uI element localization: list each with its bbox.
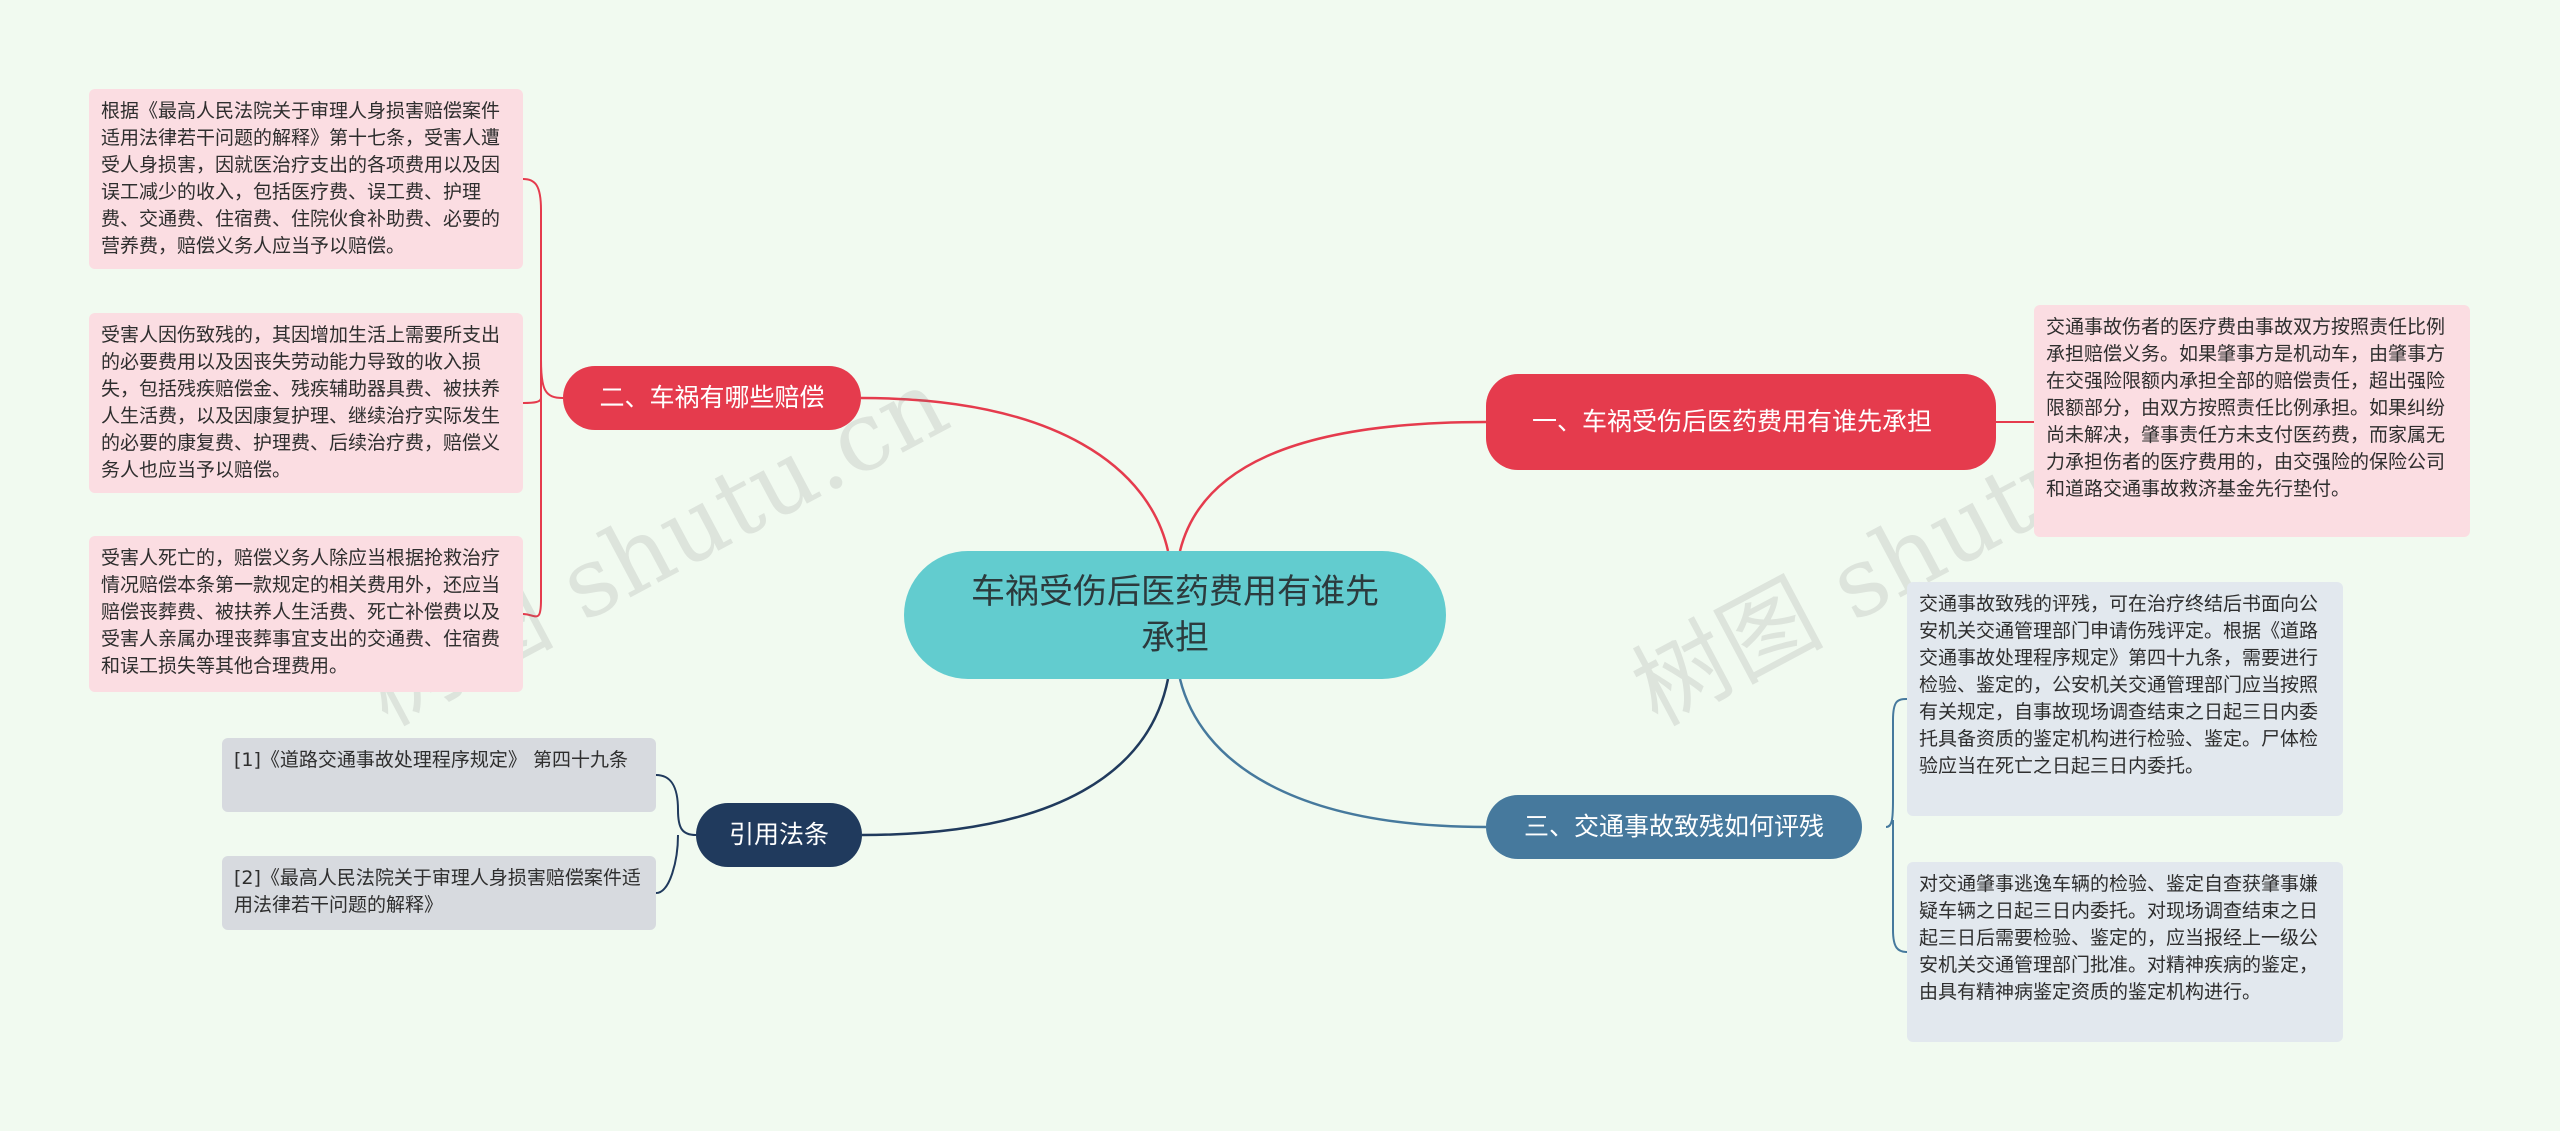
link-b2-leaves xyxy=(522,178,564,618)
branch-label: 二、车祸有哪些赔偿 xyxy=(599,383,825,412)
root-label: 车祸受伤后医药费用有谁先承担 xyxy=(971,572,1379,658)
branch-node-cited-law[interactable]: 引用法条 xyxy=(696,803,862,867)
link-b3-leaves xyxy=(1885,698,1908,953)
leaf-node[interactable]: 交通事故伤者的医疗费由事故双方按照责任比例承担赔偿义务。如果肇事方是机动车，由肇… xyxy=(2034,305,2470,537)
leaf-node[interactable]: 根据《最高人民法院关于审理人身损害赔偿案件适用法律若干问题的解释》第十七条，受害… xyxy=(89,89,523,269)
leaf-node[interactable]: 对交通肇事逃逸车辆的检验、鉴定自查获肇事嫌疑车辆之日起三日内委托。对现场调查结束… xyxy=(1907,862,2343,1042)
branch-node-compensation[interactable]: 二、车祸有哪些赔偿 xyxy=(563,366,861,430)
link-b4-leaves xyxy=(655,774,697,894)
branch-label: 一、车祸受伤后医药费用有谁先承担 xyxy=(1532,407,1933,436)
link-root-b3 xyxy=(1178,678,1487,829)
link-root-b4 xyxy=(861,678,1170,837)
branch-node-medical-cost[interactable]: 一、车祸受伤后医药费用有谁先承担 xyxy=(1486,374,1996,470)
branch-label: 三、交通事故致残如何评残 xyxy=(1523,812,1824,841)
root-node[interactable]: 车祸受伤后医药费用有谁先承担 xyxy=(904,551,1446,679)
leaf-node-citation[interactable]: [1]《道路交通事故处理程序规定》 第四十九条 xyxy=(222,738,656,812)
branch-label: 引用法条 xyxy=(728,820,829,849)
link-root-b2 xyxy=(860,396,1170,552)
leaf-node[interactable]: 交通事故致残的评残，可在治疗终结后书面向公安机关交通管理部门申请伤残评定。根据《… xyxy=(1907,582,2343,816)
leaf-node[interactable]: 受害人因伤致残的，其因增加生活上需要所支出的必要费用以及因丧失劳动能力导致的收入… xyxy=(89,313,523,493)
leaf-node[interactable]: 受害人死亡的，赔偿义务人除应当根据抢救治疗情况赔偿本条第一款规定的相关费用外，还… xyxy=(89,536,523,692)
branch-node-disability-assessment[interactable]: 三、交通事故致残如何评残 xyxy=(1486,795,1862,859)
leaf-node-citation[interactable]: [2]《最高人民法院关于审理人身损害赔偿案件适用法律若干问题的解释》 xyxy=(222,856,656,930)
link-root-b1 xyxy=(1178,420,1487,552)
